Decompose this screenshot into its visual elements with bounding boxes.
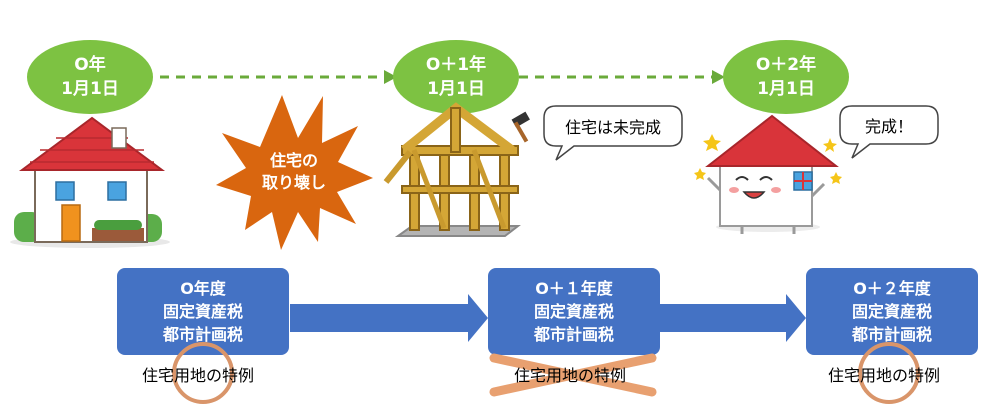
flow-arrows: [290, 294, 806, 342]
tax-fixed-asset-0: 固定資産税: [162, 302, 243, 321]
construction-frame-illustration: [383, 102, 521, 237]
date-label-2: O＋2年 1月1日: [723, 40, 849, 114]
speech-bubble-complete: [839, 105, 939, 159]
tax-fixed-asset-2: 固定資産税: [851, 302, 932, 321]
date-ellipse-1: [393, 40, 519, 114]
special-label-1: 住宅用地の特例: [514, 366, 627, 385]
date-label-1: O＋1年 1月1日: [393, 40, 519, 114]
tax-year-2: O＋２年度: [853, 279, 931, 298]
tax-city-planning-2: 都市計画税: [851, 325, 932, 344]
date-year-2: O＋2年: [755, 55, 817, 75]
tax-city-planning-1: 都市計画税: [533, 325, 614, 344]
date-ellipse-2: [723, 40, 849, 114]
hammer-icon: [511, 111, 530, 143]
demolition-burst: [216, 95, 373, 250]
speech-bubble-incomplete: [543, 105, 683, 161]
date-ellipse-0: [27, 40, 153, 114]
date-year-0: O年: [74, 55, 106, 75]
tax-fixed-asset-1: 固定資産税: [533, 302, 614, 321]
demolition-label: 住宅の 取り壊し: [261, 151, 326, 192]
tax-box-bg-2: [806, 268, 978, 355]
bubble-text-incomplete: 住宅は未完成: [564, 118, 661, 137]
date-day-2: 1月1日: [757, 79, 815, 99]
tax-city-planning-0: 都市計画税: [162, 325, 243, 344]
date-year-1: O＋1年: [425, 55, 487, 75]
tax-box-bg-1: [488, 268, 660, 355]
date-day-0: 1月1日: [61, 79, 119, 99]
house-illustration: [10, 116, 170, 248]
special-label-2: 住宅用地の特例: [828, 366, 941, 385]
bubble-text-complete: 完成！: [864, 117, 913, 136]
date-label-0: O年 1月1日: [27, 40, 153, 114]
tax-year-0: O年度: [180, 279, 226, 298]
applied-circle-mark-0: [172, 342, 234, 404]
tax-box-1: O＋１年度 固定資産税 都市計画税: [488, 268, 660, 355]
tax-box-2: O＋２年度 固定資産税 都市計画税: [806, 268, 978, 355]
special-label-0: 住宅用地の特例: [142, 366, 255, 385]
timeline-dashed-arrows: [160, 70, 725, 84]
tax-box-bg-0: [117, 268, 289, 355]
tax-box-0: O年度 固定資産税 都市計画税: [117, 268, 289, 355]
applied-circle-mark-2: [858, 342, 920, 404]
happy-house-illustration: [694, 114, 842, 234]
not-applied-cross-mark: [489, 353, 657, 397]
date-day-1: 1月1日: [427, 79, 485, 99]
tax-year-1: O＋１年度: [535, 279, 613, 298]
